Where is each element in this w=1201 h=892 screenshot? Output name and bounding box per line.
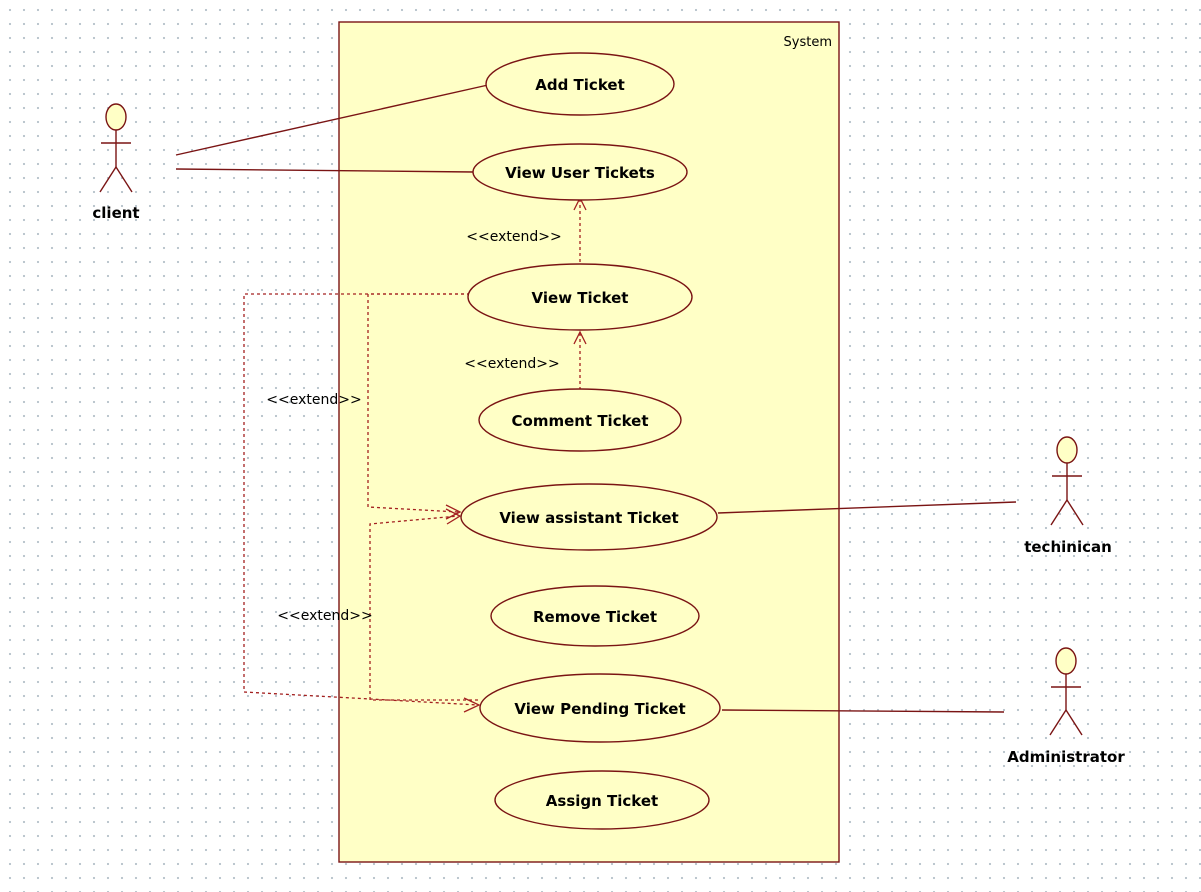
use-case-label: Comment Ticket (512, 412, 649, 430)
use-case-label: Add Ticket (535, 76, 625, 94)
use-case-label: Assign Ticket (546, 792, 658, 810)
use-case-assign-ticket[interactable]: Assign Ticket (494, 770, 710, 830)
association-client-view-user-tickets[interactable] (175, 168, 475, 173)
actor-client[interactable]: client (92, 103, 140, 222)
extend-stereotype-label: <<extend>> (466, 229, 561, 245)
stick-figure-icon (99, 103, 133, 193)
extend-arrowhead (445, 508, 462, 525)
actor-administrator[interactable]: Administrator (1007, 647, 1125, 766)
use-case-view-user-tickets[interactable]: View User Tickets (472, 143, 688, 201)
use-case-remove-ticket[interactable]: Remove Ticket (490, 585, 700, 647)
use-case-view-ticket[interactable]: View Ticket (467, 263, 693, 331)
extend-stereotype-label: <<extend>> (464, 356, 559, 372)
actor-label: client (92, 204, 139, 222)
use-case-label: View Pending Ticket (514, 700, 685, 718)
stick-figure-icon (1050, 436, 1084, 526)
association-administrator-view-pending-ticket[interactable] (721, 709, 1005, 713)
actor-technician[interactable]: techinican (1024, 436, 1112, 556)
use-case-add-ticket[interactable]: Add Ticket (485, 52, 675, 116)
actor-label: Administrator (1007, 748, 1125, 766)
extend-arrowhead (445, 504, 462, 520)
extend-arrowhead (573, 330, 587, 345)
use-case-view-assistant-ticket[interactable]: View assistant Ticket (460, 483, 718, 551)
use-case-label: View assistant Ticket (499, 509, 678, 527)
extend-view-pending-ticket-to-view-assistant-ticket[interactable] (369, 515, 478, 701)
extend-stereotype-label: <<extend>> (266, 392, 361, 408)
use-case-label: Remove Ticket (533, 608, 657, 626)
use-case-label: View User Tickets (505, 164, 655, 182)
system-label: System (784, 35, 832, 50)
extend-stereotype-label: <<extend>> (277, 608, 372, 624)
use-case-comment-ticket[interactable]: Comment Ticket (478, 388, 682, 452)
use-case-view-pending-ticket[interactable]: View Pending Ticket (479, 673, 721, 743)
stick-figure-icon (1049, 647, 1083, 736)
use-case-label: View Ticket (532, 289, 629, 307)
association-technician-view-assistant-ticket[interactable] (717, 501, 1017, 514)
association-client-add-ticket[interactable] (175, 84, 489, 156)
actor-label: techinican (1024, 538, 1112, 556)
